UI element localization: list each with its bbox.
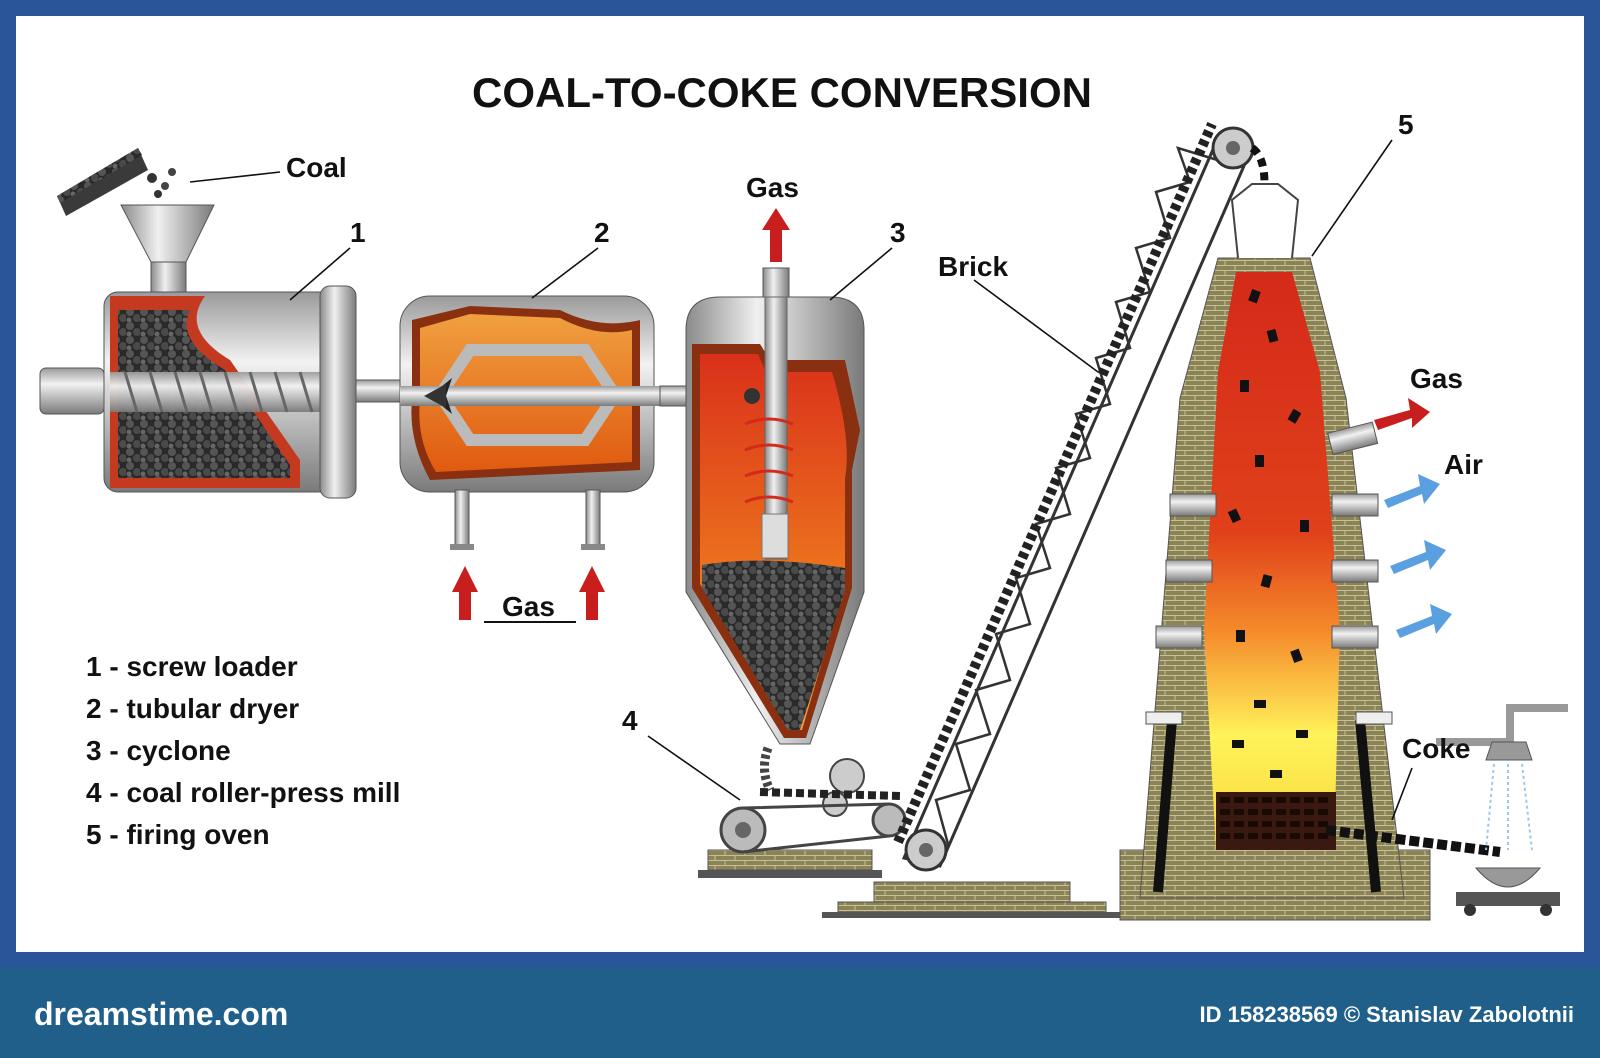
cyclone bbox=[685, 267, 865, 745]
leader-lines bbox=[189, 139, 1413, 821]
legend: 1 - screw loader 2 - tubular dryer 3 - c… bbox=[86, 651, 400, 850]
gas-up-arrow-top bbox=[762, 208, 790, 262]
legend-item: 2 - tubular dryer bbox=[86, 693, 299, 724]
label-num-4: 4 bbox=[622, 705, 638, 736]
conveyor bbox=[822, 121, 1270, 918]
footer-logo[interactable]: dreamstime.com bbox=[34, 996, 289, 1032]
gas-out-arrow-right bbox=[1374, 398, 1430, 430]
label-brick: Brick bbox=[938, 251, 1008, 282]
label-gas-bottom: Gas bbox=[502, 591, 555, 622]
footer-credit: ID 158238569 © Stanislav Zabolotnii bbox=[1199, 1002, 1574, 1027]
label-gas-right: Gas bbox=[1410, 363, 1463, 394]
gas-in-arrow-right bbox=[579, 566, 605, 620]
legend-item: 5 - firing oven bbox=[86, 819, 270, 850]
legend-item: 4 - coal roller-press mill bbox=[86, 777, 400, 808]
label-num-3: 3 bbox=[890, 217, 906, 248]
page-title: COAL-TO-COKE CONVERSION bbox=[472, 69, 1092, 116]
footer-bar: dreamstime.com ID 158238569 © Stanislav … bbox=[0, 968, 1600, 1058]
label-coal: Coal bbox=[286, 152, 347, 183]
legend-item: 1 - screw loader bbox=[86, 651, 298, 682]
label-num-5: 5 bbox=[1398, 109, 1414, 140]
label-gas-top: Gas bbox=[746, 172, 799, 203]
label-air: Air bbox=[1444, 449, 1483, 480]
label-num-1: 1 bbox=[350, 217, 366, 248]
air-arrows bbox=[1384, 474, 1452, 638]
gas-in-arrow-left bbox=[452, 566, 478, 620]
legend-item: 3 - cyclone bbox=[86, 735, 231, 766]
coal-tipper bbox=[57, 148, 176, 216]
label-num-2: 2 bbox=[594, 217, 610, 248]
label-coke: Coke bbox=[1402, 733, 1470, 764]
roller-press-mill bbox=[698, 746, 907, 878]
screw-loader bbox=[39, 285, 403, 499]
diagram: COAL-TO-COKE CONVERSION bbox=[39, 69, 1568, 921]
tubular-dryer bbox=[399, 295, 721, 550]
firing-oven bbox=[1119, 183, 1568, 921]
